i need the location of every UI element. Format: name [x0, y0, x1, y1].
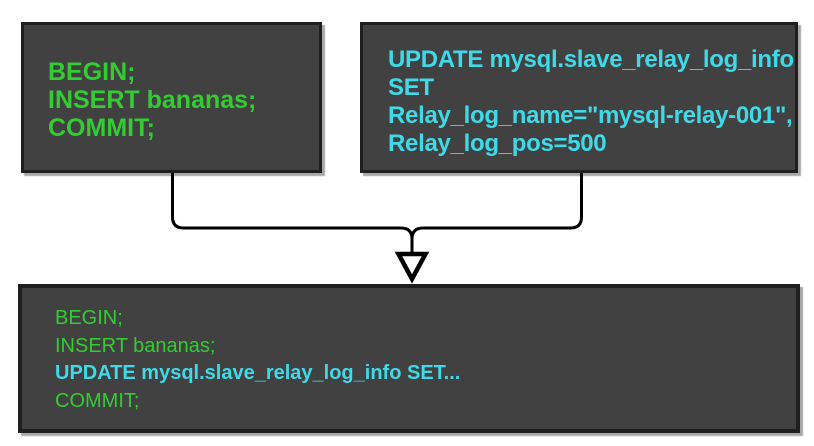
code-line-injected-update: UPDATE mysql.slave_relay_log_info SET...	[55, 362, 461, 384]
code-line: COMMIT;	[55, 389, 140, 412]
code-line: Relay_log_name="mysql-relay-001",	[388, 102, 793, 129]
right-branch-line	[410, 173, 583, 240]
code-line: INSERT bananas;	[48, 86, 257, 114]
code-line: Relay_log_pos=500	[388, 130, 607, 157]
arrow-down-icon	[394, 251, 430, 284]
client-transaction-box: BEGIN; INSERT bananas; COMMIT;	[21, 22, 322, 173]
code-line: COMMIT;	[48, 114, 155, 142]
relay-log-info-update-box: UPDATE mysql.slave_relay_log_info SET Re…	[360, 22, 798, 173]
merged-transaction-box: BEGIN; INSERT bananas; UPDATE mysql.slav…	[18, 284, 800, 433]
code-line: BEGIN;	[55, 307, 123, 329]
code-line: BEGIN;	[48, 58, 136, 86]
code-line: UPDATE mysql.slave_relay_log_info	[388, 46, 794, 73]
code-line: SET	[388, 74, 434, 101]
code-line: INSERT bananas;	[55, 334, 216, 357]
left-branch-line	[171, 173, 414, 253]
